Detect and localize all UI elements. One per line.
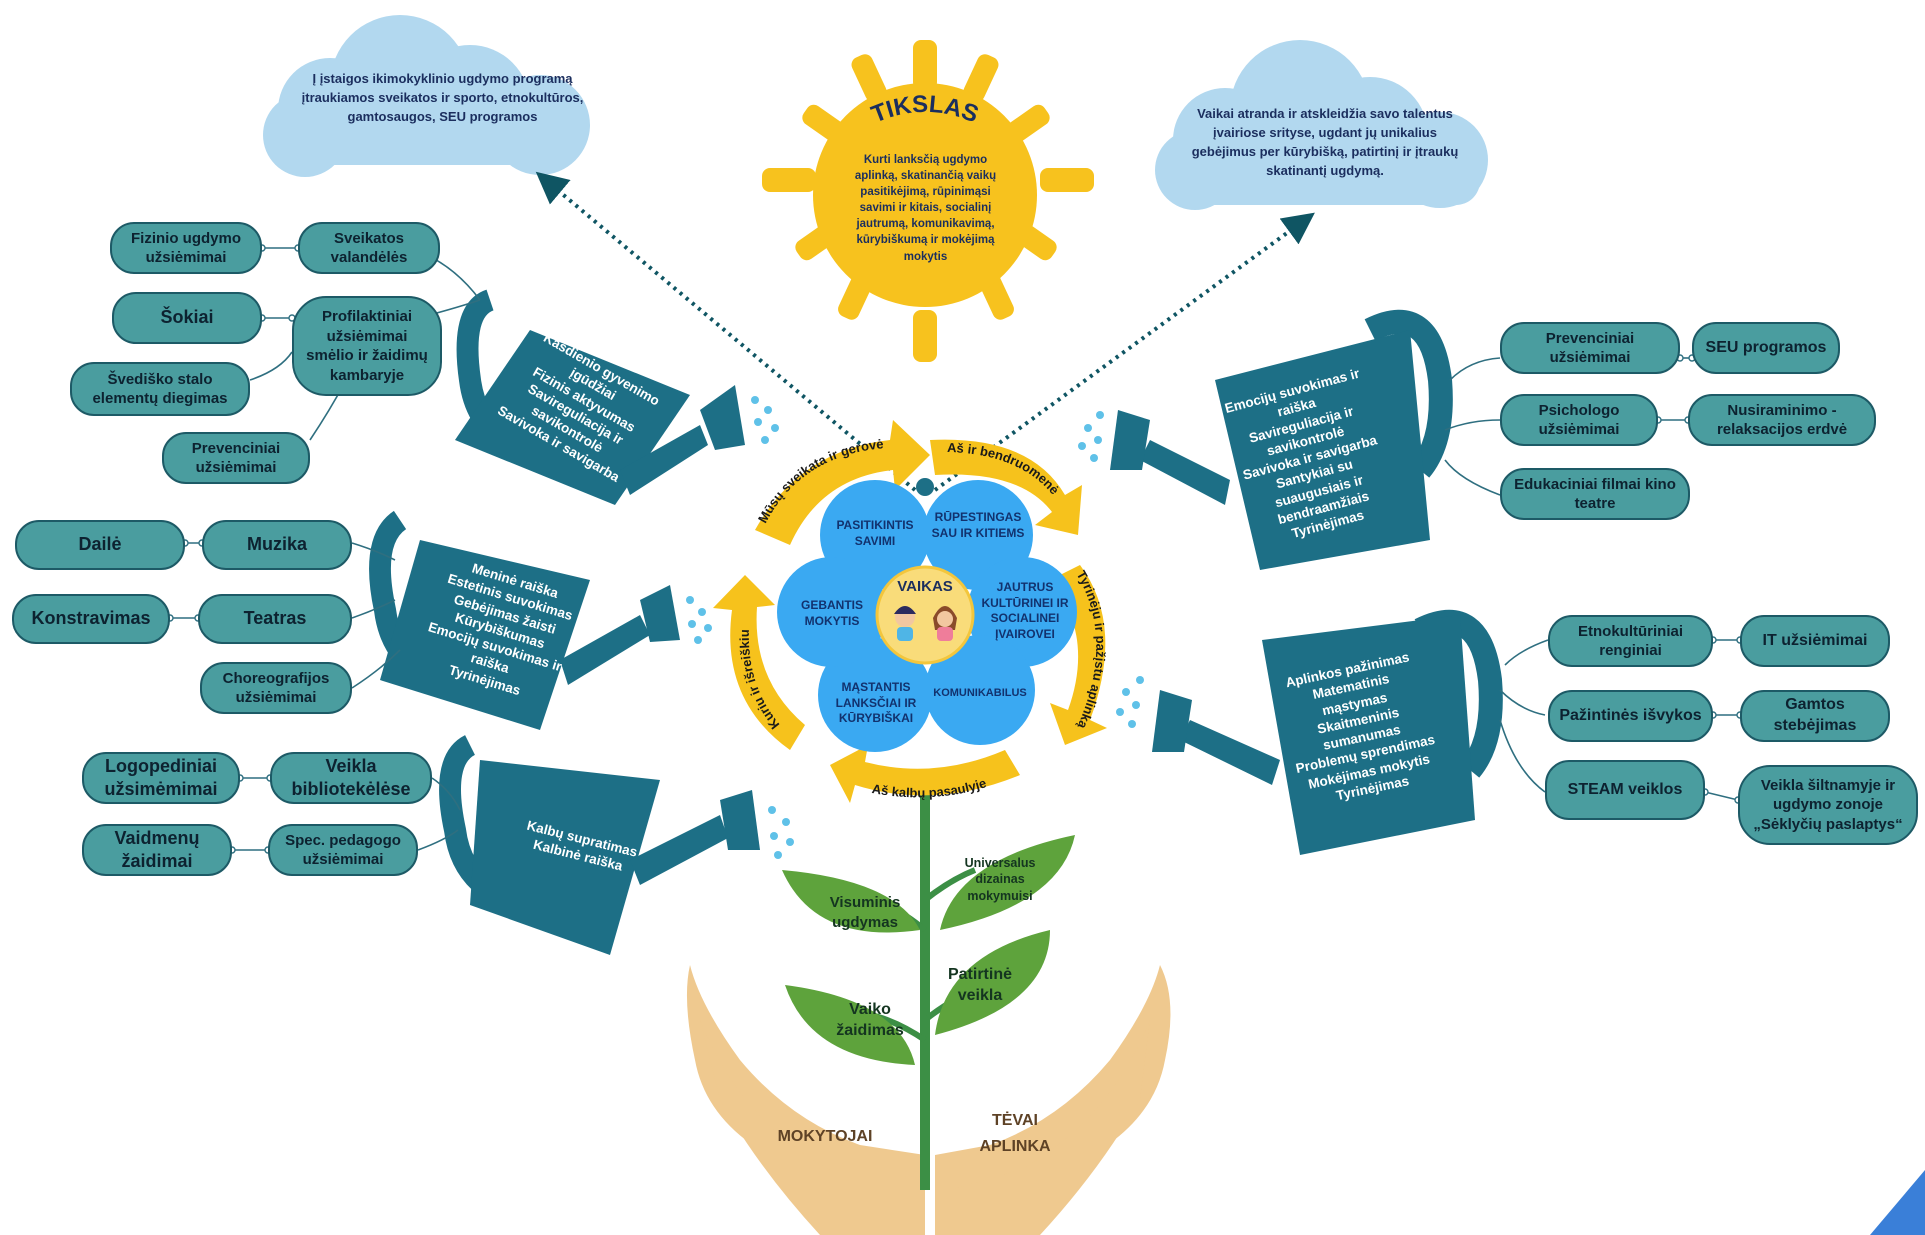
sun-disc xyxy=(813,83,1037,307)
dotted-arrow-right xyxy=(933,212,1315,492)
petal-label-confident: PASITIKINTIS SAVIMI xyxy=(836,518,914,548)
cloud-left xyxy=(263,15,590,177)
pill-prevention-left: Prevenciniai užsiėmimai xyxy=(162,432,310,484)
goal-text: Kurti lanksčią ugdymo aplinką, skatinanč… xyxy=(854,154,997,263)
pill-health-hours: Sveikatos valandėlės xyxy=(298,222,440,274)
pill-seu-programs: SEU programos xyxy=(1692,322,1840,374)
pill-role-play: Vaidmenų žaidimai xyxy=(82,824,232,876)
children-icon xyxy=(894,606,957,641)
pill-choreography: Choreografijos užsiėmimai xyxy=(200,662,352,714)
watering-can-language xyxy=(439,735,794,955)
petal-thinking xyxy=(818,638,932,752)
pill-music: Muzika xyxy=(202,520,352,570)
watering-can-create xyxy=(369,510,712,730)
pill-library: Veikla bibliotekėlėse xyxy=(270,752,432,804)
leaf-label-play: Vaiko žaidimas xyxy=(836,1001,904,1039)
leaf-label-universal: Universalus dizainas mokymuisi xyxy=(964,856,1036,903)
pill-sand-room: Profilaktiniai užsiėmimai smėlio ir žaid… xyxy=(292,296,442,396)
hand-left xyxy=(686,965,925,1235)
petal-label-caring: RŪPESTINGAS SAU IR KITIEMS xyxy=(931,510,1025,540)
pill-relaxation-space: Nusiraminimo - relaksacijos erdvė xyxy=(1688,394,1876,446)
connectors xyxy=(170,247,1740,851)
stem xyxy=(920,790,930,1190)
pill-ethnocultural-events: Etnokultūriniai renginiai xyxy=(1548,615,1713,667)
cloud-right xyxy=(1155,40,1488,210)
hand-left-palm xyxy=(700,1020,910,1235)
hand-label-parents: TĖVAI APLINKA xyxy=(979,1112,1051,1155)
petal-communicative xyxy=(925,635,1035,745)
pill-field-trips: Pažintinės išvykos xyxy=(1548,690,1713,742)
pill-art: Dailė xyxy=(15,520,185,570)
pill-nature-observation: Gamtos stebėjimas xyxy=(1740,690,1890,742)
pill-special-pedagogue: Spec. pedagogo užsiėmimai xyxy=(268,824,418,876)
pill-swedish-table: Švediško stalo elementų diegimas xyxy=(70,362,250,416)
pill-greenhouse: Veikla šiltnamyje ir ugdymo zonoje „Sėkl… xyxy=(1738,765,1918,845)
flower xyxy=(777,480,1077,752)
watering-can-explore xyxy=(1116,609,1503,855)
petal-label-learning: GEBANTIS MOKYTIS xyxy=(800,598,863,628)
watering-can-health xyxy=(455,289,779,505)
leaf-holistic xyxy=(782,870,920,933)
pill-steam: STEAM veiklos xyxy=(1545,760,1705,820)
cloud-right-text: Vaikai atranda ir atskleidžia savo talen… xyxy=(1191,106,1459,178)
leaf-label-experiential: Patirtinė veikla xyxy=(947,966,1012,1004)
leaf-label-holistic: Visuminis ugdymas xyxy=(829,894,901,931)
hand-right xyxy=(935,965,1171,1235)
pill-physical-education: Fizinio ugdymo užsiėmimai xyxy=(110,222,262,274)
petal-label-communicative: KOMUNIKABILUS xyxy=(933,687,1027,699)
pill-speech-therapy: Logopediniai užsimėmimai xyxy=(82,752,240,804)
hand-right-palm xyxy=(950,1020,1150,1235)
pill-educational-films: Edukaciniai filmai kino teatre xyxy=(1500,468,1690,520)
pill-theatre: Teatras xyxy=(198,594,352,644)
pill-prevention-right: Prevenciniai užsiėmimai xyxy=(1500,322,1680,374)
pill-construction: Konstravimas xyxy=(12,594,170,644)
corner-decoration xyxy=(1870,1170,1925,1235)
leaf-play xyxy=(785,985,915,1065)
leaf-universal xyxy=(940,835,1075,930)
pill-psychologist: Psichologo užsiėmimai xyxy=(1500,394,1658,446)
curved-arrows xyxy=(713,420,1107,803)
leaf-experiential xyxy=(935,930,1050,1035)
petal-learning xyxy=(777,557,887,667)
watering-can-community xyxy=(1078,309,1453,570)
hand-label-teachers: MOKYTOJAI xyxy=(777,1128,873,1145)
petal-label-thinking: MĄSTANTIS LANKSČIAI IR KŪRYBIŠKAI xyxy=(835,680,917,726)
petal-label-sensitive: JAUTRUS KULTŪRINEI IR SOCIALINEI ĮVAIROV… xyxy=(981,580,1069,641)
flower-center-label: VAIKAS xyxy=(897,578,953,595)
cloud-left-text: Į įstaigos ikimokyklinio ugdymo programą… xyxy=(301,71,584,124)
pill-dances: Šokiai xyxy=(112,292,262,344)
pill-it-classes: IT užsiėmimai xyxy=(1740,615,1890,667)
